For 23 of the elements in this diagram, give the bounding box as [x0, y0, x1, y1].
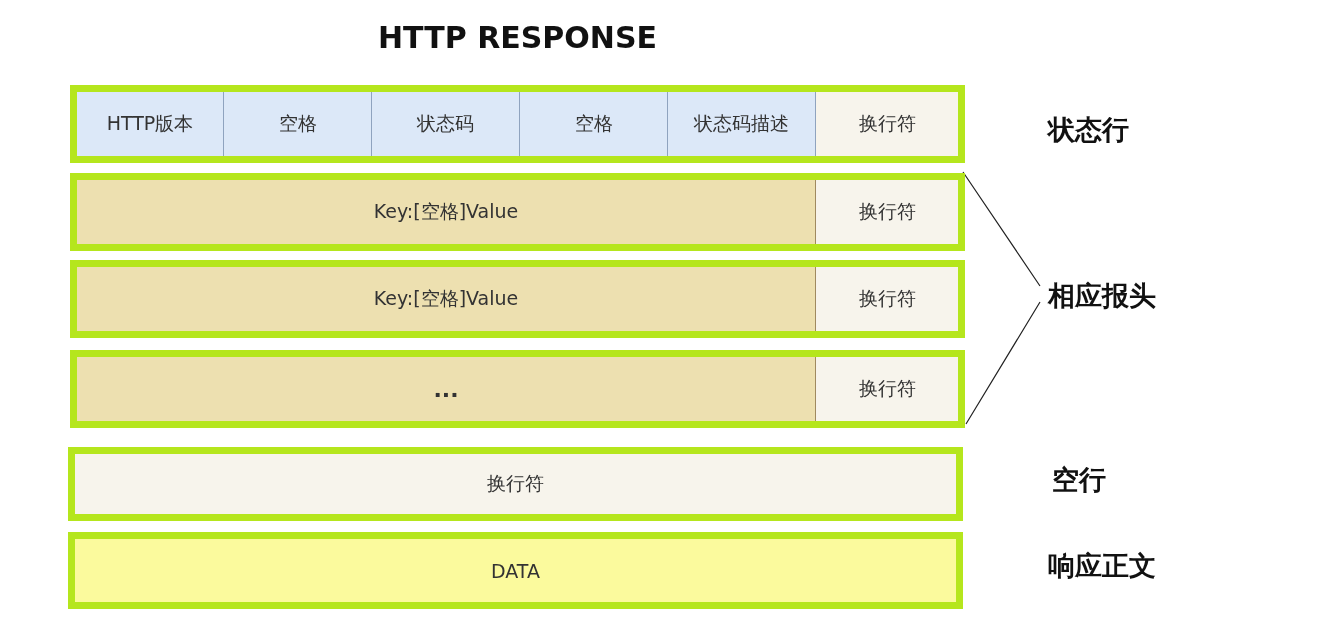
field-cell: 空格 [520, 92, 668, 156]
row-frame: 换行符 [68, 447, 963, 521]
field-cell: 换行符 [816, 180, 958, 244]
row-frame [70, 260, 965, 338]
section-label: 空行 [1052, 463, 1106, 497]
field-cell: 换行符 [816, 267, 958, 331]
title: HTTP RESPONSE [378, 20, 658, 55]
field-cell: 状态码 [372, 92, 520, 156]
section-label: 相应报头 [1048, 279, 1156, 313]
field-cell: Key:[空格]Value [77, 180, 816, 244]
section-label: 状态行 [1048, 113, 1129, 147]
row-frame [70, 173, 965, 251]
field-cell: ... [77, 357, 816, 421]
row-frame: DATA [68, 532, 963, 609]
field-cell: 换行符 [816, 92, 958, 156]
field-cell: HTTP版本 [77, 92, 224, 156]
field-cell: 换行符 [816, 357, 958, 421]
row-frame [70, 85, 965, 163]
field-cell: Key:[空格]Value [77, 267, 816, 331]
field-cell: 状态码描述 [668, 92, 816, 156]
row-frame [70, 350, 965, 428]
field-cell: 空格 [224, 92, 372, 156]
section-label: 响应正文 [1048, 549, 1156, 583]
